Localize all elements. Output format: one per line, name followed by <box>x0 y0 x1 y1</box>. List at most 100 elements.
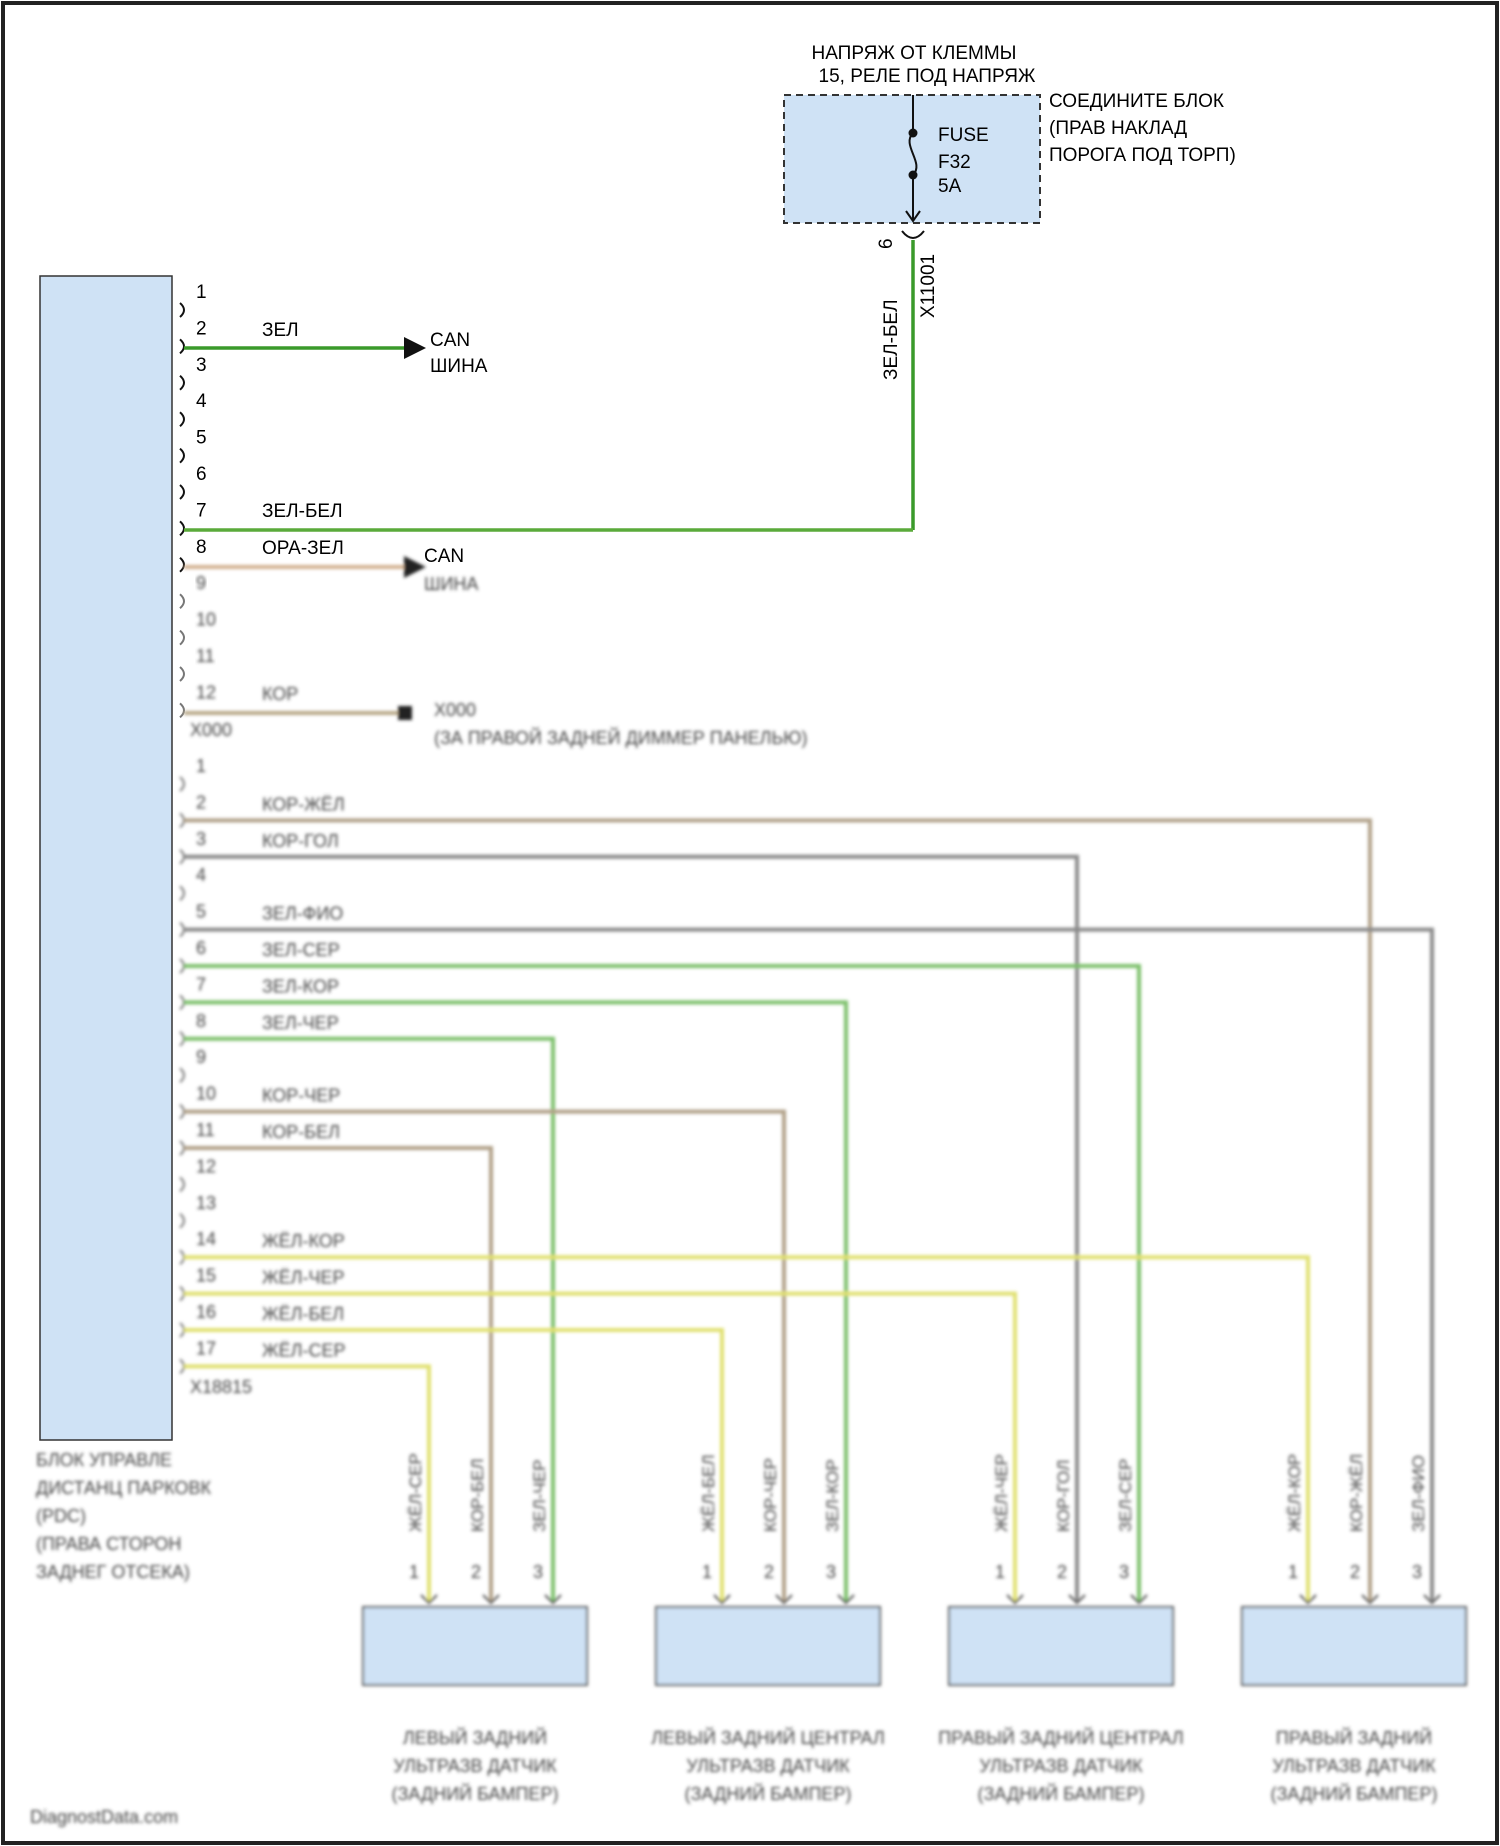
fuse-pin-number: 6 <box>876 238 897 249</box>
connector-b-pin-4: 4 <box>196 865 206 885</box>
connector-b-pin-8: 8 <box>196 1011 206 1031</box>
connector-a-pin-3: 3 <box>196 355 207 376</box>
connector-a-pin-2: 2 <box>196 318 207 339</box>
connector-a-bracket-3 <box>180 376 184 390</box>
sensor-1-label-line1: ЛЕВЫЙ ЗАДНИЙ <box>403 1727 547 1748</box>
wire-b-pin-8 <box>184 1039 553 1601</box>
diagram-frame <box>3 3 1497 1843</box>
sensor-1-wire-3: ЗЕЛ-ЧЕР <box>530 1460 549 1532</box>
connector-a-label: X000 <box>190 720 232 740</box>
sensor-4-wire-2: КОР-ЖЁЛ <box>1347 1454 1366 1532</box>
connector-b-pin-10: 10 <box>196 1084 216 1104</box>
connector-b-bracket-4 <box>180 886 184 900</box>
fuse-wire-color: ЗЕЛ-БЕЛ <box>881 299 902 380</box>
wire-pin7-color: ЗЕЛ-БЕЛ <box>262 501 343 522</box>
module-label-line2: ДИСТАНЦ ПАРКОВК <box>36 1478 211 1498</box>
connector-b-bracket-11 <box>180 1141 184 1155</box>
connector-b-pin-5: 5 <box>196 902 206 922</box>
sensor-3-wire-3: ЗЕЛ-СЕР <box>1116 1459 1135 1532</box>
connector-b-bracket-3 <box>180 850 184 864</box>
sensor-1-label-line2: УЛЬТРАЗВ ДАТЧИК <box>393 1756 557 1776</box>
sensor-3-wire-2: КОР-ГОЛ <box>1054 1460 1073 1532</box>
sensor-3-box <box>949 1607 1173 1685</box>
wire-b-label-8: ЗЕЛ-ЧЕР <box>262 1013 339 1033</box>
can-arrow-1 <box>404 337 426 359</box>
connector-a-pin-12: 12 <box>196 682 216 702</box>
sensor-1-box <box>363 1607 587 1685</box>
wire-pin2-color: ЗЕЛ <box>262 320 299 341</box>
wire-pin12-color: КОР <box>262 684 298 704</box>
connector-a-bracket-8 <box>180 558 184 572</box>
wire-b-pin-3 <box>184 857 1077 1601</box>
connector-a-pin-5: 5 <box>196 428 207 449</box>
connector-b-bracket-8 <box>180 1032 184 1046</box>
ultrasonic-sensors: ЖЁЛ-СЕР1КОР-БЕЛ2ЗЕЛ-ЧЕР3ЛЕВЫЙ ЗАДНИЙУЛЬТ… <box>363 1453 1466 1804</box>
connector-b-pin-6: 6 <box>196 938 206 958</box>
connector-a-pin-9: 9 <box>196 573 206 593</box>
connector-a-bracket-12 <box>180 703 184 717</box>
sensor-3-wire-1: ЖЁЛ-ЧЕР <box>992 1454 1011 1532</box>
sensor-3-pin-1: 1 <box>995 1562 1005 1582</box>
sensor-2-wire-2: КОР-ЧЕР <box>761 1458 780 1532</box>
connector-b-bracket-10 <box>180 1105 184 1119</box>
connector-a-pin-10: 10 <box>196 610 216 630</box>
connector-b-bracket-13 <box>180 1214 184 1228</box>
sensor-4-box <box>1242 1607 1466 1685</box>
fuse-location-line2: (ПРАВ НАКЛАД <box>1049 118 1187 139</box>
wire-b-label-2: КОР-ЖЁЛ <box>262 794 345 814</box>
connector-a-bracket-9 <box>180 594 184 608</box>
can-label-2-line1: CAN <box>424 546 464 567</box>
fuse-supply-line1: НАПРЯЖ ОТ КЛЕММЫ <box>812 43 1017 64</box>
wire-b-label-6: ЗЕЛ-СЕР <box>262 940 340 960</box>
sensor-2-label-line2: УЛЬТРАЗВ ДАТЧИК <box>686 1756 850 1776</box>
sensor-4-pin-3: 3 <box>1412 1562 1422 1582</box>
sensor-2-wire-3: ЗЕЛ-КОР <box>823 1459 842 1532</box>
wire-b-label-7: ЗЕЛ-КОР <box>262 976 339 996</box>
sensor-1-pin-1: 1 <box>409 1562 419 1582</box>
sensor-1-wire-1: ЖЁЛ-СЕР <box>406 1453 425 1532</box>
fuse-word: FUSE <box>938 125 989 146</box>
connector-a-bracket-11 <box>180 667 184 681</box>
wire-b-label-11: КОР-БЕЛ <box>262 1122 340 1142</box>
fuse-rating: 5A <box>938 176 962 197</box>
connector-b-bracket-15 <box>180 1287 184 1301</box>
pdc-control-module <box>40 276 172 1440</box>
connector-a-bracket-6 <box>180 485 184 499</box>
sensor-2-label-line1: ЛЕВЫЙ ЗАДНИЙ ЦЕНТРАЛ <box>651 1727 885 1748</box>
connector-b-pin-12: 12 <box>196 1156 216 1176</box>
wire-b-pin-17 <box>184 1366 429 1601</box>
connector-a-pin-4: 4 <box>196 391 207 412</box>
connector-b-bracket-16 <box>180 1323 184 1337</box>
can-label-1-line2: ШИНА <box>430 356 488 377</box>
connector-a-bracket-7 <box>180 521 184 535</box>
sensor-4-wire-1: ЖЁЛ-КОР <box>1285 1454 1304 1532</box>
sensor-4-label-line3: (ЗАДНИЙ БАМПЕР) <box>1271 1783 1438 1804</box>
connector-b-pin-13: 13 <box>196 1193 216 1213</box>
wire-b-label-14: ЖЁЛ-КОР <box>262 1231 345 1251</box>
connector-b-pin-15: 15 <box>196 1266 216 1286</box>
fuse-connector-chevron <box>902 231 924 238</box>
connector-b-bracket-9 <box>180 1068 184 1082</box>
module-label-line5: ЗАДНЕГ ОТСЕКА) <box>36 1562 190 1582</box>
sensor-1-pin-2: 2 <box>471 1562 481 1582</box>
sensor-2-box <box>656 1607 880 1685</box>
connector-b-bracket-1 <box>180 777 184 791</box>
sensor-3-label-line2: УЛЬТРАЗВ ДАТЧИК <box>979 1756 1143 1776</box>
connector-a-bracket-10 <box>180 631 184 645</box>
module-label-line4: (ПРАВА СТОРОН <box>36 1534 181 1554</box>
wire-b-label-3: КОР-ГОЛ <box>262 831 339 851</box>
ground-label-line1: X000 <box>434 700 476 720</box>
connector-a-pin-1: 1 <box>196 282 207 303</box>
connector-a-pin-6: 6 <box>196 464 207 485</box>
connector-b-bracket-14 <box>180 1250 184 1264</box>
fuse-supply-line2: 15, РЕЛЕ ПОД НАПРЯЖ <box>819 66 1036 87</box>
module-label-line1: БЛОК УПРАВЛЕ <box>36 1450 172 1470</box>
sensor-3-label-line1: ПРАВЫЙ ЗАДНИЙ ЦЕНТРАЛ <box>938 1727 1184 1748</box>
connector-a-bracket-2 <box>180 339 184 353</box>
connector-b-pin-7: 7 <box>196 974 206 994</box>
fuse-box: НАПРЯЖ ОТ КЛЕММЫ 15, РЕЛЕ ПОД НАПРЯЖ СОЕ… <box>784 43 1236 380</box>
connector-b-pin-17: 17 <box>196 1338 216 1358</box>
